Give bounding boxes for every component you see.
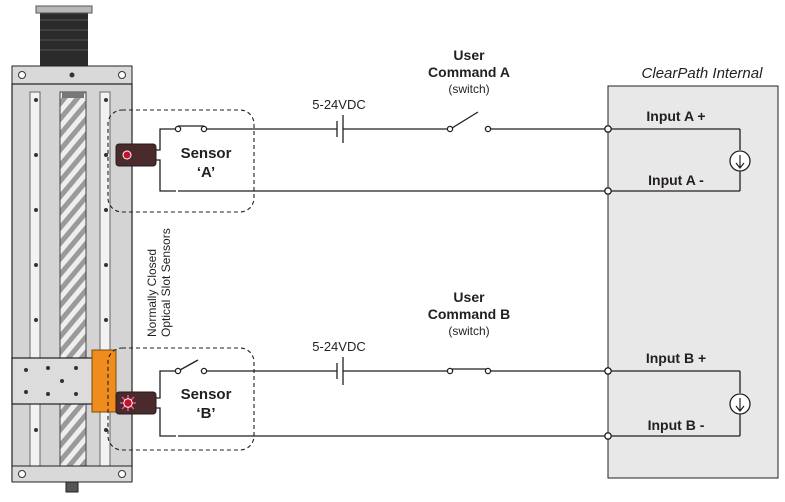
circuit-a: Input A + Input A - 5-24VDC User Command…: [178, 47, 751, 195]
user-command-a-line3: (switch): [448, 82, 489, 96]
input-a-minus: Input A -: [648, 172, 704, 188]
clearpath-title: ClearPath Internal: [642, 65, 764, 82]
sensor-type-label-line1: Normally Closed: [145, 249, 159, 337]
circuit-b: Input B + Input B - 5-24VDC User Command…: [178, 289, 751, 440]
input-a-plus: Input A +: [646, 108, 705, 124]
sensor-a-body: [115, 143, 157, 167]
sensor-b-led: [120, 395, 136, 411]
carriage: [11, 357, 101, 405]
user-command-a-line1: User: [453, 47, 485, 63]
sensor-flag: [91, 349, 117, 413]
supply-a-label: 5-24VDC: [312, 97, 365, 112]
supply-b-label: 5-24VDC: [312, 339, 365, 354]
input-b-minus: Input B -: [648, 417, 705, 433]
stepper-motor: [40, 10, 88, 66]
sensor-b-group: Sensor ‘B’: [107, 347, 255, 451]
clearpath-panel: ClearPath Internal: [607, 65, 779, 479]
bottom-end-plate: [11, 465, 133, 483]
sensor-b-label-line1: Sensor: [181, 386, 232, 403]
user-command-a-line2: Command A: [428, 64, 510, 80]
sensor-a-label-line2: ‘A’: [197, 164, 215, 181]
input-b-plus: Input B +: [646, 350, 706, 366]
sensor-a-label-line1: Sensor: [181, 145, 232, 162]
lead-screw: [59, 91, 87, 483]
user-command-b-line3: (switch): [448, 324, 489, 338]
sensor-a-group: Sensor ‘A’: [107, 109, 255, 213]
sensor-a-led: [122, 150, 132, 160]
linear-actuator: [11, 5, 133, 493]
sensor-type-label-line2: Optical Slot Sensors: [159, 228, 173, 337]
user-command-b-line1: User: [453, 289, 485, 305]
user-command-b-line2: Command B: [428, 306, 510, 322]
sensor-b-label-line2: ‘B’: [196, 405, 215, 422]
